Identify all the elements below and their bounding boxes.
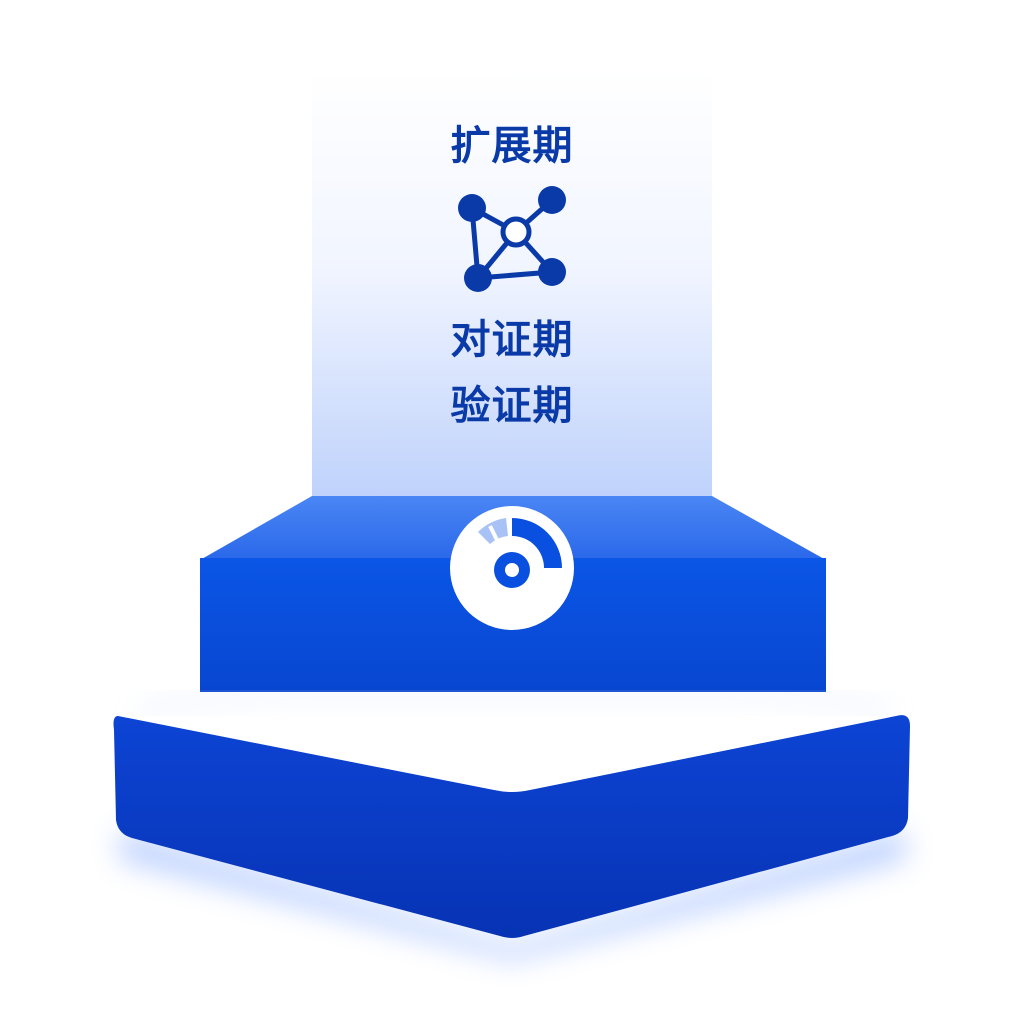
base-block-front bbox=[113, 715, 910, 938]
gauge-target-icon bbox=[450, 506, 574, 630]
light-column bbox=[312, 70, 712, 510]
stage-label-expansion: 扩展期 bbox=[450, 123, 574, 169]
stage-label-validation: 验证期 bbox=[450, 383, 574, 429]
base-top-edge-glow bbox=[139, 691, 891, 715]
network-nodes-icon bbox=[458, 186, 566, 292]
base-block-top bbox=[118, 692, 908, 792]
stage-label-contrast: 对证期 bbox=[450, 317, 574, 363]
base-glow bbox=[120, 830, 905, 960]
